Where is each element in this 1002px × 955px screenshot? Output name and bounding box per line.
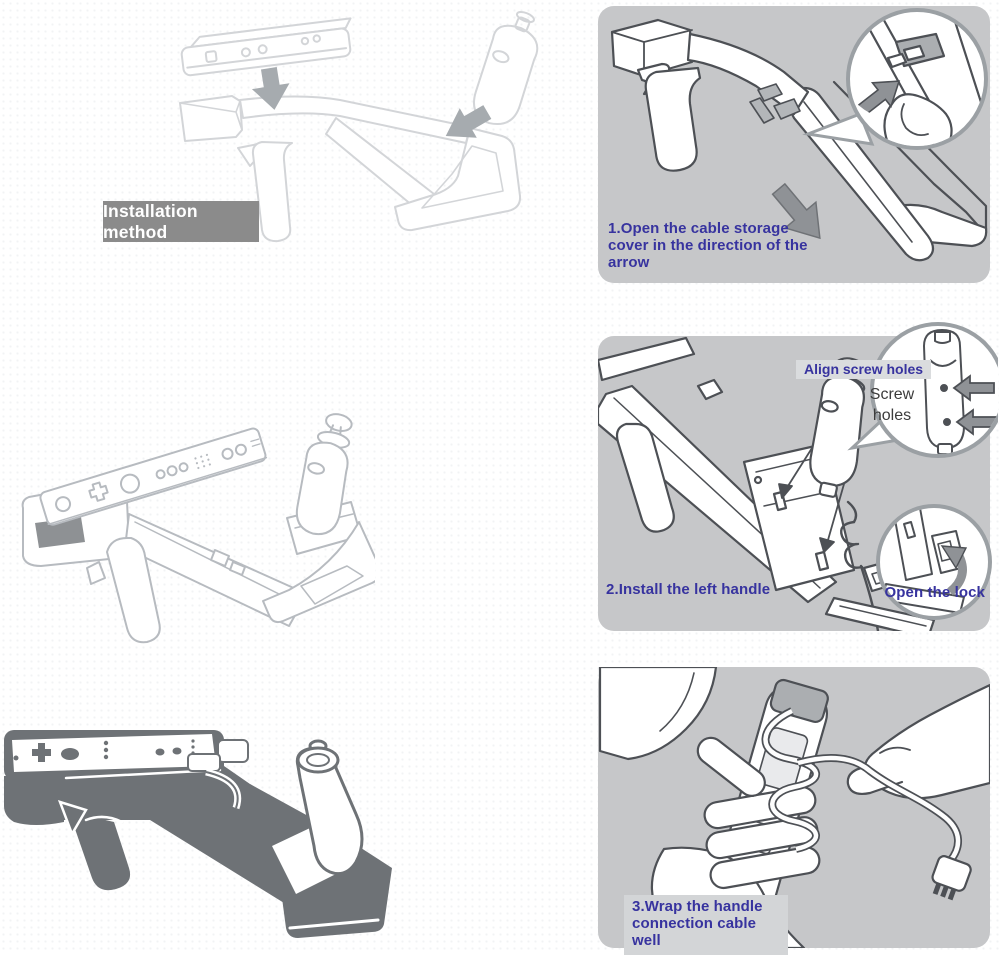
nunchuk-line-art <box>295 413 353 536</box>
zapper-silhouette-figure <box>4 730 392 938</box>
front-grip <box>615 422 675 533</box>
cable-hook <box>187 753 241 810</box>
step-1-illustration <box>610 8 988 262</box>
trigger <box>86 561 106 585</box>
screw-holes-bubble-text: Screw holes <box>869 386 915 424</box>
ir-window <box>35 517 85 548</box>
latch-cluster <box>749 83 801 124</box>
right-hand <box>863 683 990 800</box>
open-the-lock-caption: Open the lock <box>884 584 985 601</box>
align-screw-holes-label: Align screw holes <box>796 360 932 379</box>
stock-beam <box>124 513 308 627</box>
step-2-caption: 2.Install the left handle <box>606 581 771 598</box>
handle <box>644 66 702 172</box>
zoom-bubble <box>802 8 988 150</box>
installation-method-label: Installation method <box>103 201 259 242</box>
cable-plug <box>931 855 972 901</box>
remote-face <box>12 734 216 772</box>
align-arrow-icons <box>778 447 845 553</box>
remote-outline <box>180 17 352 77</box>
open-direction-arrow-icon <box>771 182 821 240</box>
gripping-fingers <box>696 736 821 890</box>
muzzle-block <box>610 18 694 78</box>
diamond-hole <box>272 828 336 894</box>
bottom-bar <box>824 596 936 631</box>
unlock-rotate-arrow-icon <box>940 545 968 596</box>
installation-method-text: Installation method <box>103 200 198 242</box>
left-arm <box>598 667 718 761</box>
trigger-silhouette <box>57 800 88 837</box>
step-2-illustration <box>598 322 998 631</box>
rear-loop <box>262 521 375 624</box>
latch-box <box>217 739 249 763</box>
insert-remote-arrow-icon <box>251 66 290 110</box>
step-3-caption: 3.Wrap the handle connection cable well <box>632 898 763 949</box>
connection-cable <box>761 707 962 864</box>
assembled-zapper-figure <box>21 413 375 644</box>
exploded-assembly-figure <box>179 10 539 243</box>
index-finger <box>846 765 904 796</box>
step-1-panel: 1.Open the cable storage cover in the di… <box>598 6 990 283</box>
step-2-panel: Align screw holes Screw holes 2.Install … <box>598 322 998 631</box>
insert-nunchuk-arrow-icon <box>445 105 492 138</box>
step-3-caption-box: 3.Wrap the handle connection cable well <box>624 895 788 955</box>
screw-post-lower <box>814 550 830 572</box>
step-1-caption: 1.Open the cable storage cover in the di… <box>608 220 808 271</box>
remote-line-art <box>39 427 268 526</box>
screw-holes-bubble <box>847 322 998 458</box>
lock-inset <box>876 504 992 620</box>
nunchuk-silhouette <box>295 739 364 876</box>
step-3-panel: 3.Wrap the handle connection cable well <box>598 667 990 955</box>
front-grip <box>106 537 161 644</box>
